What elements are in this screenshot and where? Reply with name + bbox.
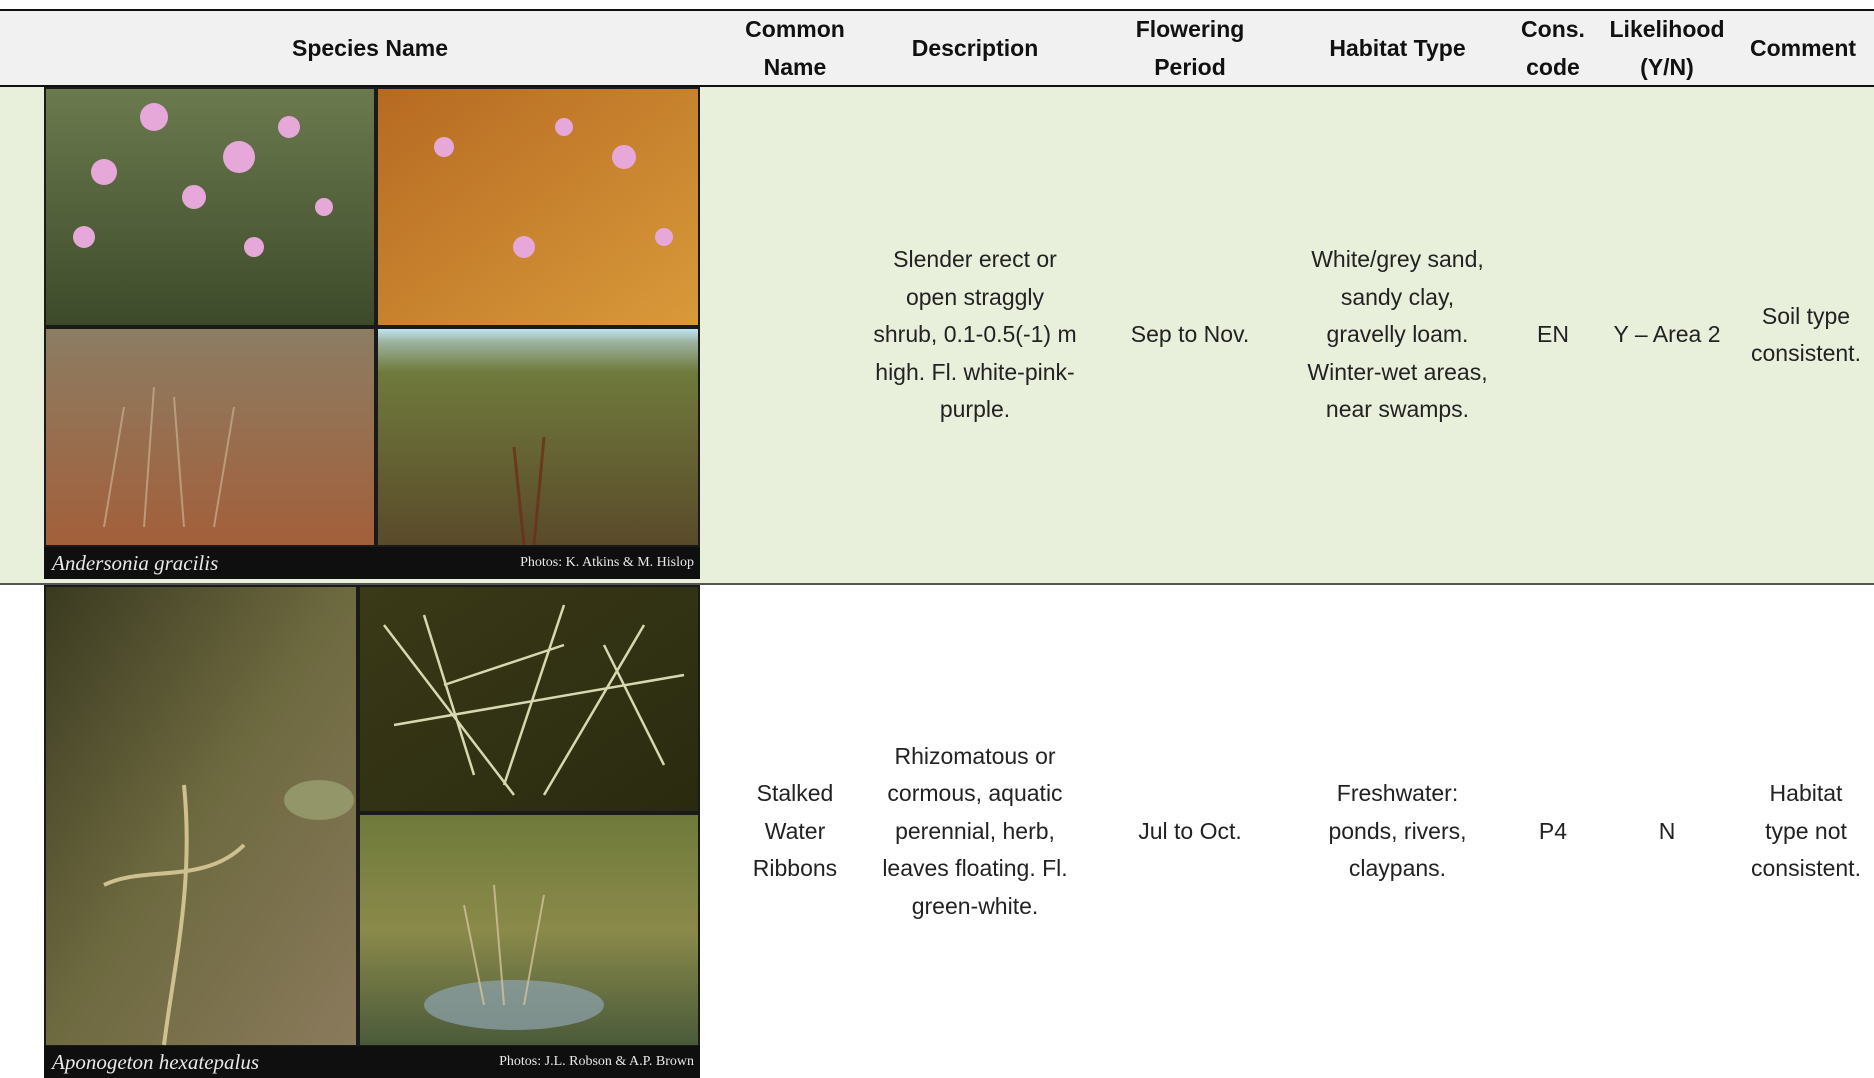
- plant-photo-montage: [46, 89, 698, 546]
- cell-likelihood: N: [1658, 817, 1676, 844]
- photo-credit: Photos: K. Atkins & M. Hislop: [520, 555, 694, 570]
- header-comment: Comment: [1749, 35, 1857, 61]
- cell-habitat-type: White/grey sand, sandy clay, gravelly lo…: [1307, 246, 1488, 423]
- cell-cons-code: P4: [1538, 817, 1568, 844]
- cell-likelihood: Y – Area 2: [1613, 321, 1721, 348]
- table-row: Andersonia gracilis Photos: K. Atkins & …: [0, 87, 1874, 585]
- cell-description: Slender erect or open straggly shrub, 0.…: [873, 246, 1077, 423]
- table-header-row: Species Name Common Name Description Flo…: [0, 11, 1874, 87]
- header-likelihood: Likelihood (Y/N): [1609, 16, 1725, 80]
- cell-comment: Habitat type not consistent.: [1751, 780, 1861, 882]
- species-name-caption: Aponogeton hexatepalus: [52, 1050, 260, 1074]
- table-top-rule: [0, 9, 1874, 11]
- plant-photo-montage: [46, 587, 698, 1046]
- header-habitat-type: Habitat Type: [1329, 35, 1466, 61]
- cell-habitat-type: Freshwater: ponds, rivers, claypans.: [1328, 780, 1467, 882]
- header-flowering-period: Flowering Period: [1135, 16, 1245, 80]
- species-name-caption: Andersonia gracilis: [52, 551, 219, 575]
- photo-caption-bar: Andersonia gracilis Photos: K. Atkins & …: [44, 547, 700, 579]
- photo-caption-bar: Aponogeton hexatepalus Photos: J.L. Robs…: [44, 1046, 700, 1078]
- cell-flowering-period: Sep to Nov.: [1130, 321, 1250, 348]
- species-photo-collage: Andersonia gracilis Photos: K. Atkins & …: [44, 87, 700, 579]
- cell-common-name: [740, 87, 850, 583]
- table-row: Aponogeton hexatepalus Photos: J.L. Robs…: [0, 585, 1874, 1078]
- cell-common-name: Stalked Water Ribbons: [752, 780, 838, 882]
- cell-cons-code: EN: [1537, 321, 1569, 348]
- header-description: Description: [911, 35, 1039, 61]
- cell-flowering-period: Jul to Oct.: [1138, 817, 1242, 844]
- header-cons-code: Cons. code: [1521, 16, 1585, 80]
- cell-description: Rhizomatous or cormous, aquatic perennia…: [882, 742, 1068, 919]
- header-common-name: Common Name: [745, 16, 845, 80]
- photo-credit: Photos: J.L. Robson & A.P. Brown: [499, 1054, 694, 1069]
- header-species-name: Species Name: [292, 35, 448, 61]
- cell-comment: Soil type consistent.: [1751, 302, 1861, 367]
- species-photo-collage: Aponogeton hexatepalus Photos: J.L. Robs…: [44, 585, 700, 1078]
